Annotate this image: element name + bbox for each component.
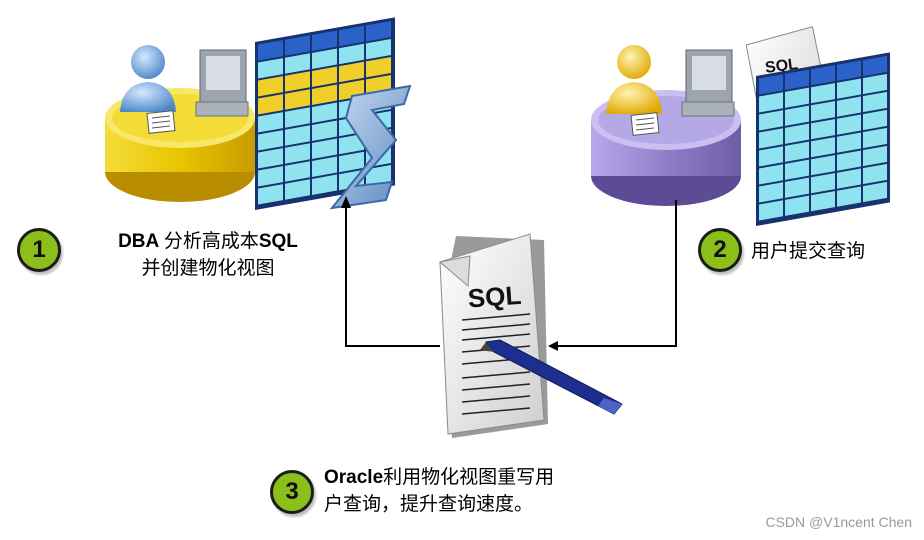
step-3-text: Oracle利用物化视图重写用 户查询，提升查询速度。: [324, 464, 644, 517]
step-3-line-1: Oracle利用物化视图重写用: [324, 464, 644, 491]
step-1-line-2: 并创建物化视图: [88, 255, 328, 281]
sql-document-icon: SQL: [440, 234, 548, 438]
dba-workstation: [105, 45, 255, 202]
step-3-number: 3: [285, 478, 298, 506]
arrow-head-to-document: [548, 341, 558, 351]
user-workstation: [591, 45, 741, 206]
step-2-badge: 2: [698, 228, 742, 272]
step-1-line-1: DBA 分析高成本SQL: [88, 228, 328, 255]
computer-monitor-icon: [682, 50, 734, 116]
step-3-badge: 3: [270, 470, 314, 514]
center-sql-label: SQL: [467, 280, 523, 314]
user-person-icon: [606, 45, 662, 114]
computer-monitor-icon: [196, 50, 248, 116]
base-table: [756, 52, 890, 226]
step-1-badge: 1: [17, 228, 61, 272]
step-2-number: 2: [713, 236, 726, 264]
step-2-text: 用户提交查询: [751, 238, 865, 264]
step-1-number: 1: [32, 236, 45, 264]
step-1-text: DBA 分析高成本SQL 并创建物化视图: [88, 228, 328, 281]
dba-person-icon: [120, 45, 176, 112]
step-3-line-2: 户查询，提升查询速度。: [324, 491, 644, 517]
watermark: CSDN @V1ncent Chen: [765, 514, 912, 530]
